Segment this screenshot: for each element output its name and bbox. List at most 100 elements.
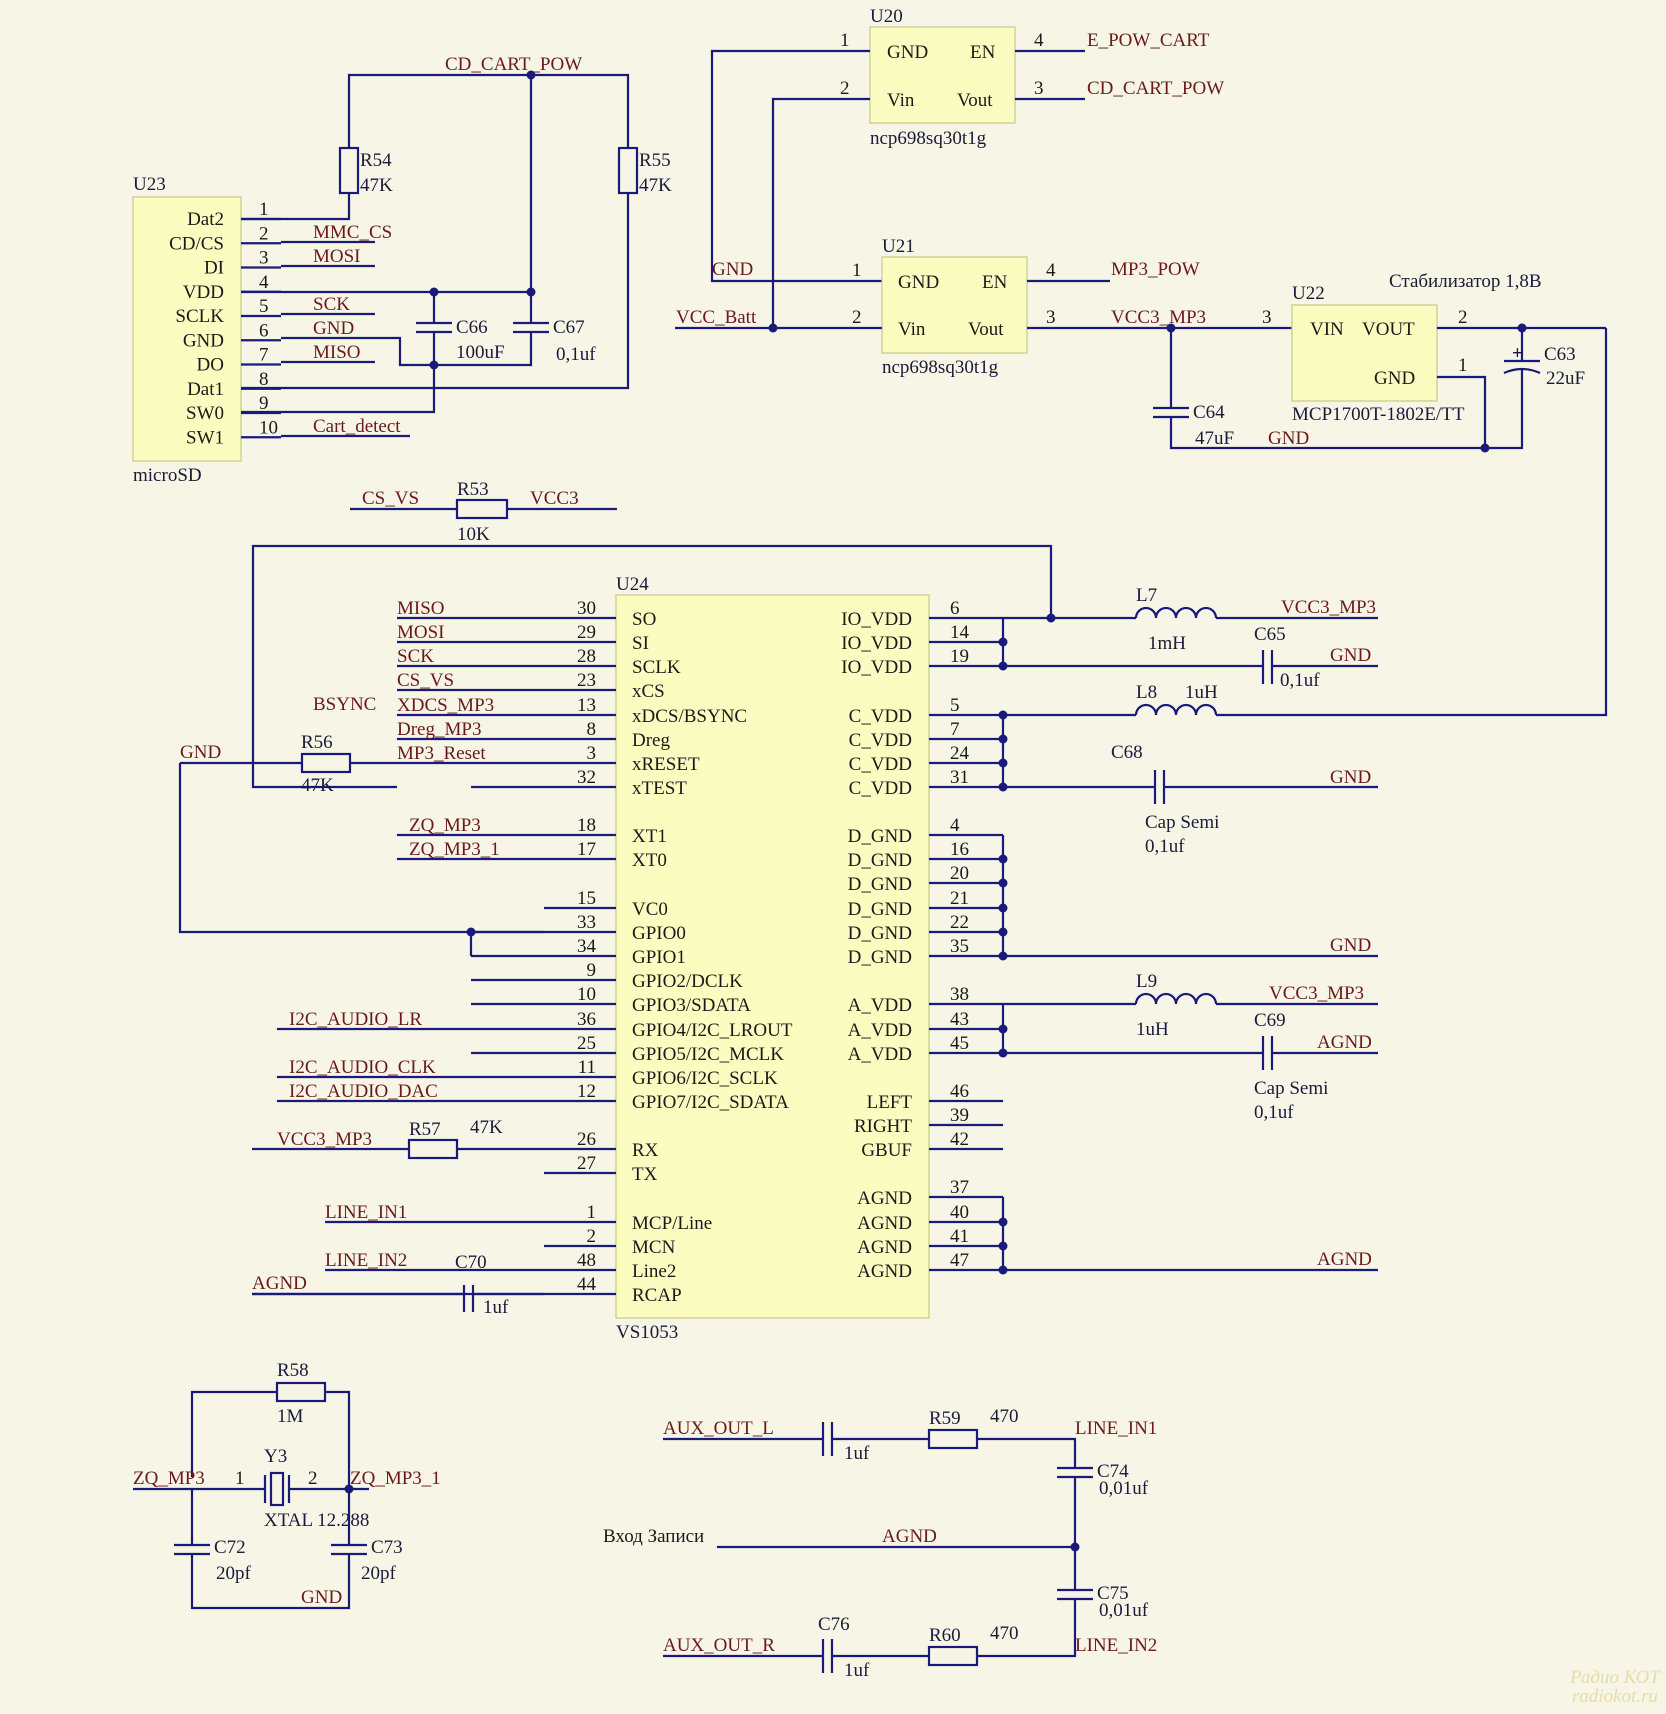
watermark-url: radiokot.ru [1572, 1686, 1658, 1707]
r57-value: 47K [470, 1117, 503, 1138]
c76-value: 1uf [844, 1660, 870, 1681]
u23-body [132, 196, 242, 462]
c71-value: 1uf [844, 1443, 870, 1464]
u24-net-label: LINE_IN1 [325, 1202, 407, 1223]
u24-right-pin-name: IO_VDD [841, 609, 912, 630]
net-gnd-dgnd: GND [1330, 935, 1371, 956]
c70-value: 1uf [483, 1297, 509, 1318]
u24-ref: U24 [616, 574, 649, 595]
r56-value: 47K [301, 775, 334, 796]
r56-resistor [300, 752, 352, 774]
u21-pin-vout: Vout [968, 319, 1004, 340]
u24-value: VS1053 [616, 1322, 678, 1343]
u23-pin-name: SW0 [186, 403, 224, 424]
net-mp3-pow: MP3_POW [1111, 259, 1200, 280]
u24-right-pin-name: GBUF [861, 1140, 912, 1161]
u24-left-pin-number: 33 [577, 912, 596, 933]
crystal-section: R58 1M Y3 XTAL 12.288 1 2 ZQ_MP3 ZQ_MP3_… [133, 1360, 441, 1610]
u24-left-pin-name: RX [632, 1140, 659, 1161]
r57-ref: R57 [409, 1119, 441, 1140]
u21-num-1: 1 [852, 260, 862, 281]
u24-net-label: MP3_Reset [397, 743, 486, 764]
c63-ref: C63 [1544, 344, 1576, 365]
u24-net-label: XDCS_MP3 [397, 695, 494, 716]
u24-right-pin-name: AGND [857, 1188, 912, 1209]
c73-ref: C73 [371, 1537, 403, 1558]
u20-num-1: 1 [840, 30, 850, 51]
r53-resistor [455, 498, 509, 520]
net-gnd-left: GND [180, 742, 221, 763]
c69-ref: C69 [1254, 1010, 1286, 1031]
u21-pin-en: EN [982, 272, 1008, 293]
l8-value: 1uH [1185, 682, 1218, 703]
u20-value: ncp698sq30t1g [870, 128, 987, 149]
u24-left-pin-name: GPIO1 [632, 947, 686, 968]
u24-left-pin-number: 18 [577, 815, 596, 836]
u24-left-pin-number: 27 [577, 1153, 596, 1174]
u23-pin-number: 2 [259, 223, 269, 244]
u24-left-pin-number: 1 [587, 1202, 597, 1223]
r54-resistor [338, 146, 360, 195]
u24-right-pin-number: 21 [950, 888, 969, 909]
u22-num-2: 2 [1458, 307, 1468, 328]
c64-value: 47uF [1195, 428, 1234, 449]
u23-value: microSD [133, 465, 202, 486]
u24-right-pin-number: 5 [950, 695, 960, 716]
u24-right-pins: 6IO_VDD14IO_VDD19IO_VDD5C_VDD7C_VDD24C_V… [841, 598, 1008, 1282]
u22-title: Стабилизатор 1,8В [1389, 271, 1542, 292]
c63-value: 22uF [1546, 368, 1585, 389]
u23-pin-number: 5 [259, 296, 269, 317]
u24-left-pin-name: VC0 [632, 899, 668, 920]
u24-net-label: VCC3_MP3 [277, 1129, 372, 1150]
c64-ref: C64 [1193, 402, 1225, 423]
u24-net-label: I2C_AUDIO_DAC [289, 1081, 438, 1102]
u24-right-pin-name: C_VDD [849, 706, 912, 727]
audio-input-section: AUX_OUT_L 1uf R59 470 LINE_IN1 C74 0,01u… [603, 1406, 1157, 1681]
net-agnd-right: AGND [1317, 1249, 1372, 1270]
u24-left-pin-number: 3 [587, 743, 597, 764]
u24-left-pin-number: 36 [577, 1009, 596, 1030]
y3-ref: Y3 [264, 1446, 287, 1467]
net-vcc3-mp3-l7: VCC3_MP3 [1281, 597, 1376, 618]
u20-num-4: 4 [1034, 30, 1044, 51]
u24-right-pin-name: D_GND [848, 947, 912, 968]
u24-net-label: LINE_IN2 [325, 1250, 407, 1271]
r58-resistor [275, 1381, 327, 1403]
l9-value: 1uH [1136, 1019, 1169, 1040]
u22-pin-vin: VIN [1310, 319, 1344, 340]
net-cd-cart-pow-u20: CD_CART_POW [1087, 78, 1224, 99]
net-vcc3: VCC3 [530, 488, 579, 509]
net-agnd-audio: AGND [882, 1526, 937, 1547]
u20-pin-vin: Vin [887, 90, 915, 111]
r56-ref: R56 [301, 732, 333, 753]
u24-left-pin-name: GPIO3/SDATA [632, 995, 751, 1016]
u20-num-3: 3 [1034, 78, 1044, 99]
u24-net-label: CS_VS [397, 670, 454, 691]
u23-pin-name: DO [197, 355, 224, 376]
u22-num-1: 1 [1458, 355, 1468, 376]
u24-left-pin-name: SCLK [632, 657, 681, 678]
net-gnd-xtal: GND [301, 1587, 342, 1608]
l7-value: 1mH [1148, 633, 1186, 654]
net-bsync: BSYNC [313, 694, 376, 715]
u22-pin-vout: VOUT [1362, 319, 1415, 340]
r60-ref: R60 [929, 1625, 961, 1646]
u23-pin-number: 7 [259, 345, 269, 366]
u24-right-pin-name: IO_VDD [841, 633, 912, 654]
u24-right-pin-name: LEFT [867, 1092, 913, 1113]
r57-resistor [407, 1138, 459, 1160]
u24-left-pin-name: GPIO5/I2C_MCLK [632, 1044, 784, 1065]
net-cd-cart-pow: CD_CART_POW [445, 54, 582, 75]
y3-pin2: 2 [308, 1468, 318, 1489]
u24-left-pin-name: SO [632, 609, 656, 630]
u23-pin-number: 1 [259, 199, 269, 220]
u24-right-pin-name: D_GND [848, 899, 912, 920]
y3-pin1: 1 [235, 1468, 245, 1489]
u24-right-pin-name: C_VDD [849, 754, 912, 775]
u24-left-pin-number: 26 [577, 1129, 596, 1150]
net-vcc-batt: VCC_Batt [676, 307, 757, 328]
r54-ref: R54 [360, 150, 392, 171]
